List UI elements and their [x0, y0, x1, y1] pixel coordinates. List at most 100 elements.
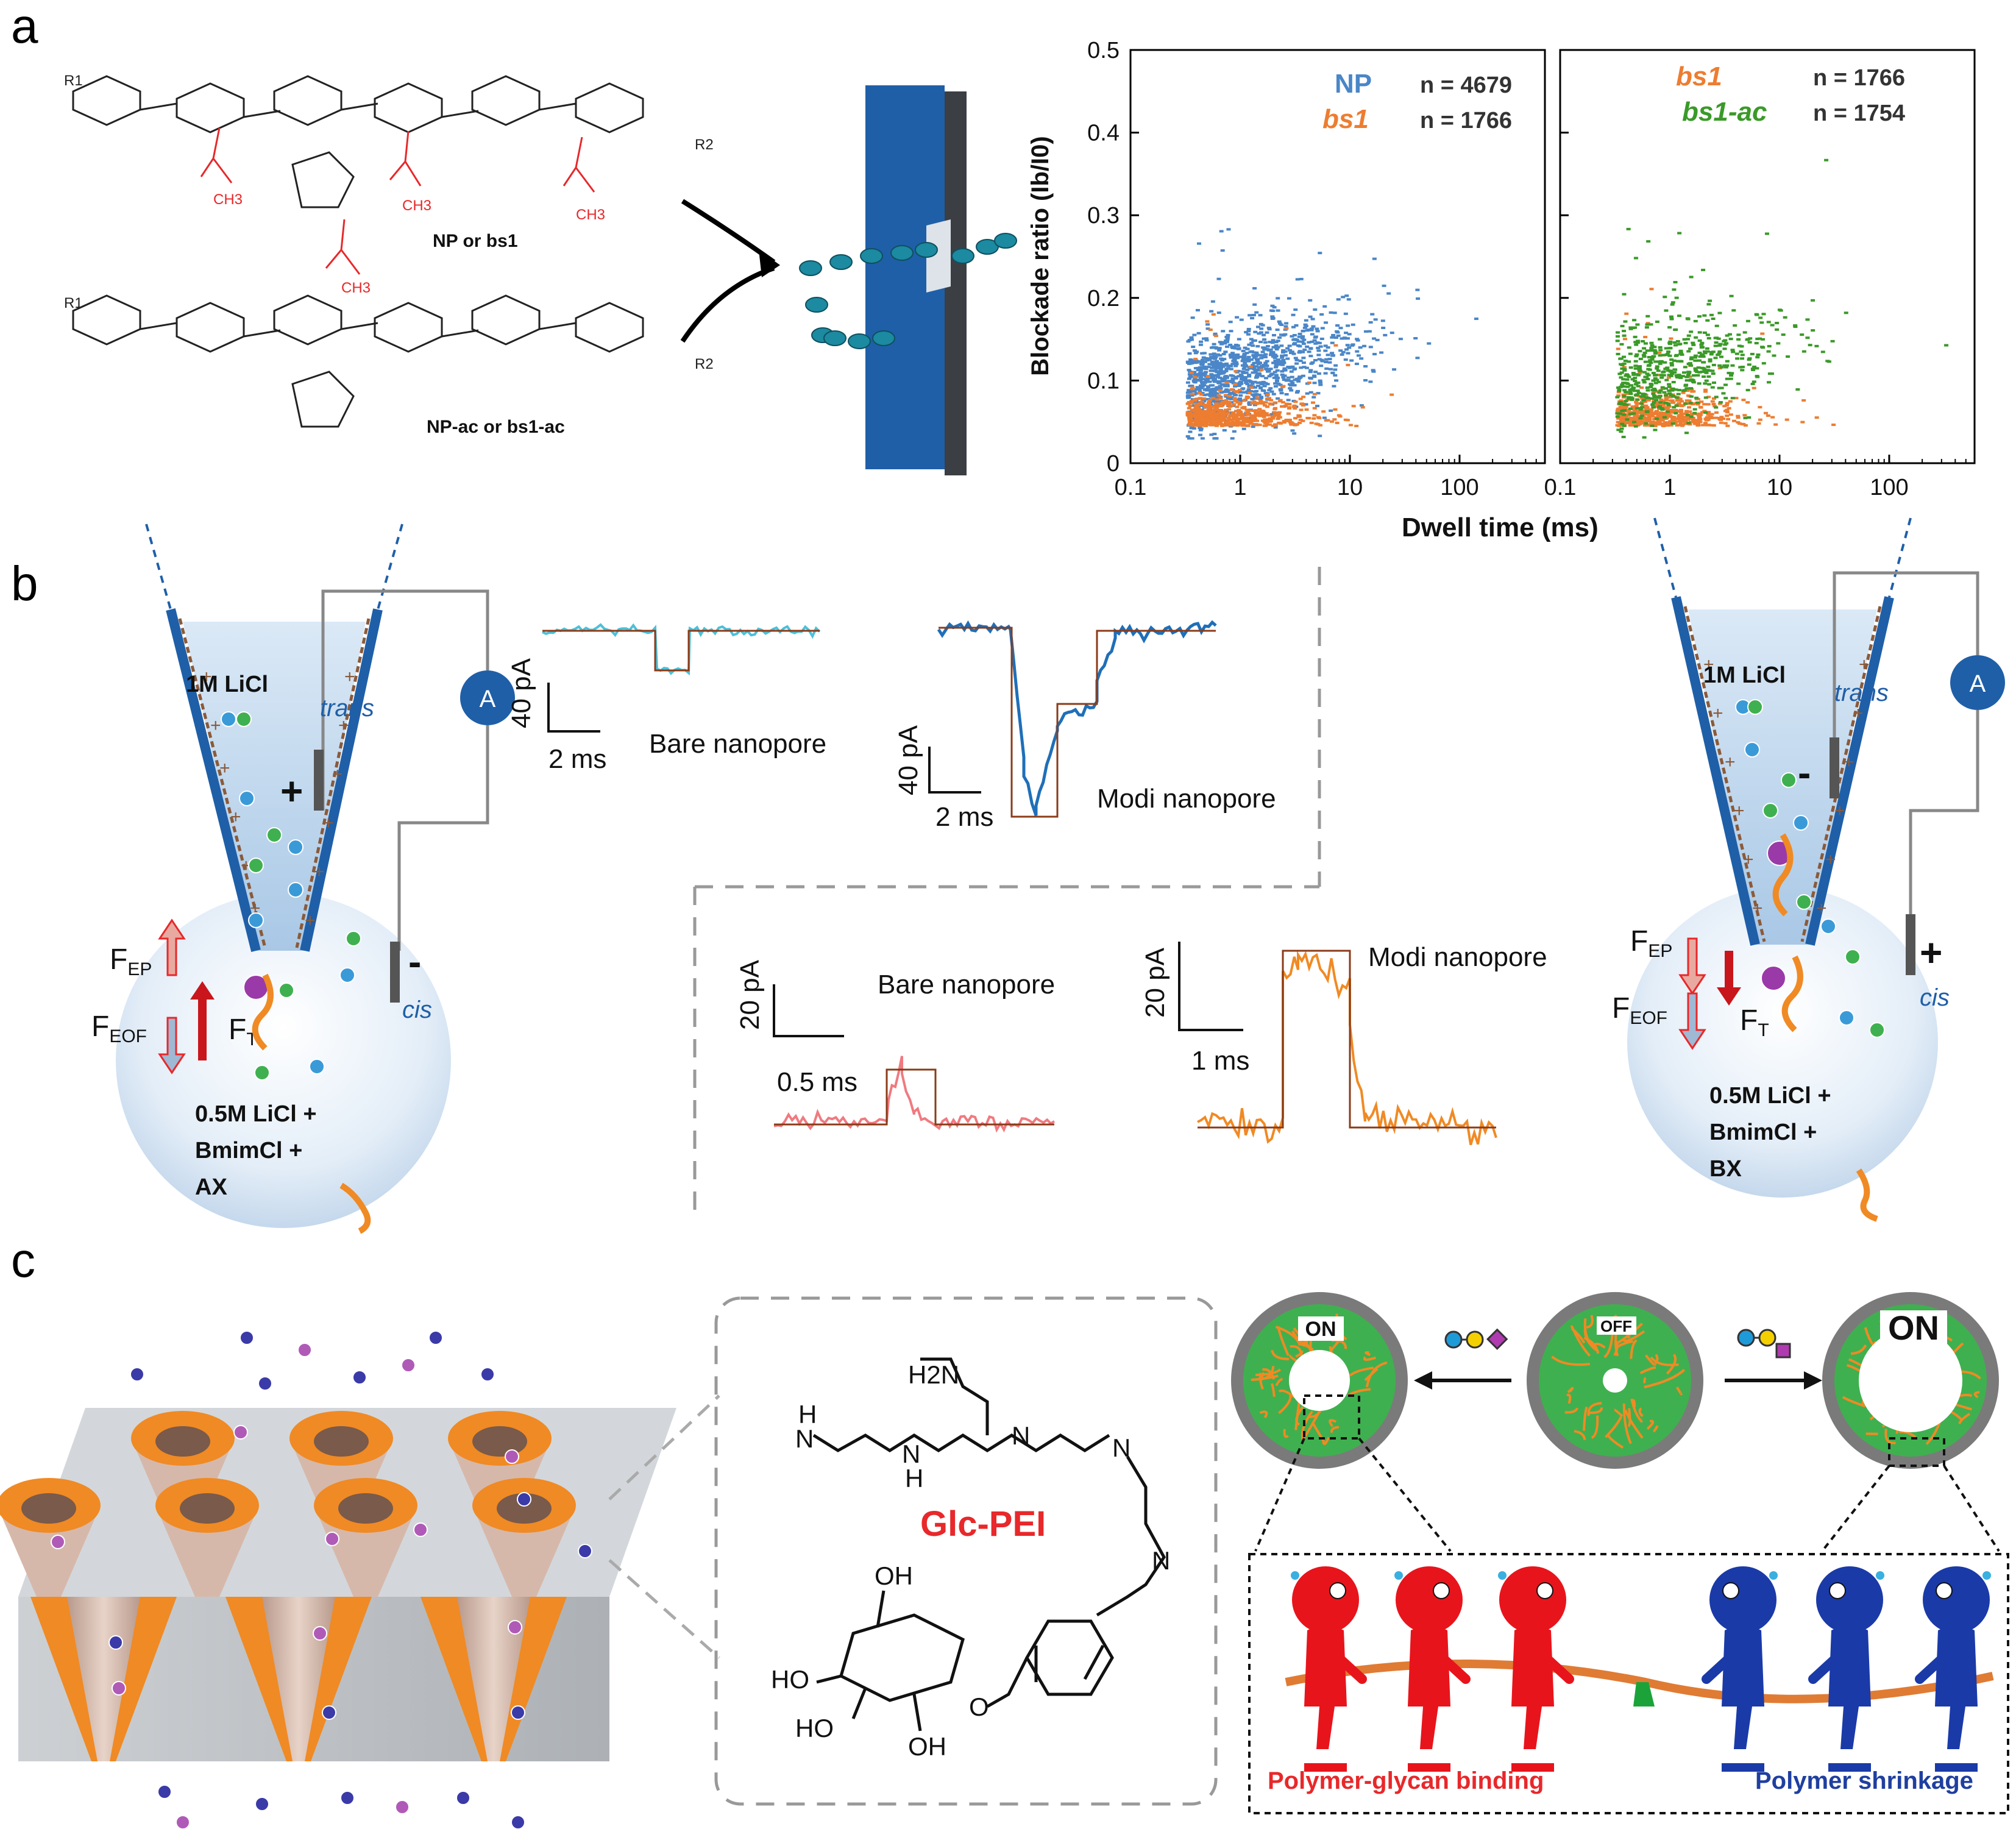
scatter-point-bs1-ac	[1756, 353, 1761, 356]
scatter-point-NP	[1200, 363, 1205, 366]
scatter-point-NP	[1302, 326, 1307, 329]
trace-modi-bottom-scalebar	[1178, 942, 1243, 1031]
ion	[248, 912, 264, 928]
scatter-point-bs1	[1197, 391, 1202, 394]
scatter-point-bs1	[1207, 403, 1212, 406]
figure-head	[1499, 1566, 1566, 1633]
scatter-point-bs1-ac	[1761, 346, 1766, 349]
glycan-bead	[823, 330, 847, 346]
scatter-point-bs1-ac	[1669, 315, 1673, 318]
scatter-point-bs1	[1711, 402, 1716, 405]
scatter-point-bs1	[1204, 417, 1209, 421]
scatter-point-bs1	[1250, 402, 1255, 405]
scatter-point-bs1-ac	[1642, 371, 1647, 374]
trans-right: trans	[1834, 680, 1889, 706]
legend-np-n: n = 4679	[1420, 73, 1512, 98]
scatter-point-NP	[1241, 349, 1246, 352]
scatter-point-bs1	[1213, 414, 1218, 417]
particle	[176, 1815, 190, 1829]
scatter-point-NP	[1243, 375, 1248, 378]
bottom-solution-left-2: BmimCl +	[195, 1138, 302, 1163]
ion	[239, 790, 255, 806]
scatter-point-NP	[1334, 379, 1339, 382]
scatter-point-NP	[1297, 351, 1302, 354]
scatter-point-bs1	[1698, 421, 1703, 424]
scatter-point-NP	[1270, 317, 1275, 320]
scatter-point-NP	[1298, 360, 1303, 363]
scatter-point-bs1-ac	[1650, 358, 1655, 361]
scatter-point-bs1	[1657, 413, 1662, 416]
scatter-point-bs1	[1219, 416, 1224, 419]
scatter-point-NP	[1277, 322, 1282, 325]
scatter-point-NP	[1192, 390, 1197, 393]
scatter-point-bs1	[1625, 392, 1630, 396]
scatter-point-bs1	[1205, 375, 1210, 378]
ion	[1845, 949, 1861, 965]
sweat-drop	[1769, 1571, 1778, 1580]
scatter-point-bs1	[1268, 420, 1272, 423]
scatter-point-NP	[1289, 389, 1294, 392]
scatter-point-NP	[1258, 386, 1263, 389]
y-tick-label: 0	[1107, 451, 1120, 477]
scatter-point-bs1	[1297, 414, 1302, 417]
scatter-point-bs1	[1206, 410, 1211, 413]
scatter-point-bs1	[1210, 417, 1215, 421]
scatter-point-bs1	[1191, 414, 1196, 417]
scatter-point-NP	[1265, 347, 1269, 350]
scatter-point-bs1-ac	[1667, 385, 1672, 388]
on-right-box	[1880, 1310, 1947, 1344]
scatter-point-NP	[1345, 344, 1350, 347]
scatter-point-bs1-ac	[1687, 371, 1692, 374]
scatter-point-NP	[1275, 329, 1280, 332]
scatter-point-NP	[1309, 327, 1314, 330]
scatter-point-bs1	[1245, 413, 1250, 416]
polymer-strand	[1614, 1408, 1624, 1418]
scatter-point-bs1	[1214, 403, 1219, 406]
scatter-point-bs1-ac	[1716, 353, 1720, 357]
ho-label-2: HO	[795, 1714, 834, 1742]
trace-bare-bottom-label: Bare nanopore	[878, 970, 1055, 1000]
scatter-point-bs1-ac	[1729, 374, 1734, 377]
tug-figures	[1291, 1566, 1991, 1772]
scatter-point-bs1	[1277, 411, 1282, 414]
scatter-point-NP	[1305, 345, 1310, 348]
figure-head	[1816, 1566, 1883, 1633]
scatter-point-bs1-ac	[1638, 417, 1643, 420]
scatter-point-bs1	[1194, 402, 1199, 405]
scatter-point-NP	[1207, 363, 1212, 366]
scatter-point-NP	[1204, 357, 1209, 360]
scatter-point-bs1	[1317, 416, 1322, 419]
scatter-point-bs1	[1663, 412, 1668, 415]
scatter-point-bs1-ac	[1653, 360, 1658, 363]
surface-charge: +	[314, 862, 325, 882]
scatter-point-bs1-ac	[1719, 386, 1724, 389]
scatter-point-NP	[1253, 370, 1258, 373]
scatter-point-bs1-ac	[1682, 389, 1687, 392]
scatter-point-bs1-ac	[1717, 344, 1722, 347]
scatter-point-bs1	[1233, 417, 1238, 421]
scatter-point-bs1-ac	[1680, 353, 1684, 356]
scatter-point-bs1-ac	[1738, 366, 1743, 369]
scatter-point-bs1	[1653, 421, 1658, 424]
scatter-point-bs1	[1301, 419, 1305, 422]
scatter-point-bs1-ac	[1698, 355, 1703, 358]
scatter-point-bs1-ac	[1671, 381, 1676, 384]
scatter-point-NP	[1292, 343, 1297, 346]
scatter-point-bs1-ac	[1628, 407, 1633, 410]
scatter-point-bs1	[1189, 424, 1194, 427]
scatter-point-bs1	[1705, 416, 1709, 419]
scatter-point-NP	[1193, 352, 1198, 355]
scatter-point-NP	[1276, 382, 1281, 385]
glycosidic-bond	[243, 329, 281, 338]
scatter-point-NP	[1207, 358, 1212, 361]
scatter-point-NP	[1230, 363, 1235, 366]
scatter-point-NP	[1218, 387, 1223, 390]
scatter-point-bs1-ac	[1624, 391, 1628, 394]
ion	[279, 982, 294, 998]
scatter-point-NP	[1256, 361, 1261, 364]
scatter-point-NP	[1259, 327, 1264, 330]
scatter-point-bs1-ac	[1731, 350, 1736, 353]
scatter-point-bs1-ac	[1621, 435, 1626, 438]
scatter-point-NP	[1247, 375, 1252, 378]
scatter-point-bs1	[1675, 424, 1680, 427]
